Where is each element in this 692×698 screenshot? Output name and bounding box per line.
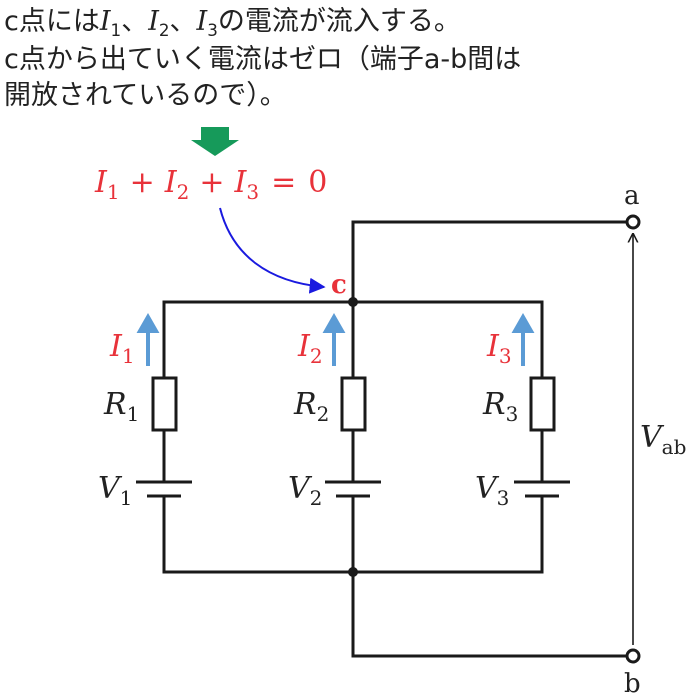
- current-symbol: I: [196, 6, 208, 37]
- resistor-3: [529, 376, 556, 432]
- caption-line-3: 開放されているので）。: [4, 80, 287, 111]
- eq-subscript: 2: [177, 180, 190, 204]
- eq-equals: =: [271, 165, 296, 200]
- subscript: 1: [110, 19, 122, 40]
- caption-line-1: c点にはI1、I2、I3の電流が流入する。: [4, 4, 688, 42]
- wire-to-b: [351, 570, 628, 658]
- node-label-a: a: [624, 181, 640, 211]
- eq-plus: +: [199, 165, 224, 200]
- kcl-equation: I1+I2+I3=0: [94, 165, 327, 204]
- caption-line-2: c点から出ていく電流はゼロ（端子a-b間は: [4, 44, 522, 75]
- eq-current-symbol: I: [233, 165, 247, 200]
- current-arrows: [136, 312, 535, 366]
- caption-text: の電流が流入する。: [217, 6, 461, 37]
- terminal-a: [625, 214, 641, 230]
- resistor-label-3: R3: [482, 387, 518, 426]
- eq-subscript: 1: [107, 180, 120, 204]
- separator: 、: [169, 6, 197, 37]
- eq-current-symbol: I: [94, 165, 108, 200]
- subscript: 2: [158, 19, 170, 40]
- junction-c-dot: [348, 297, 358, 307]
- junction-bottom-dot: [348, 567, 358, 577]
- separator: 、: [121, 6, 149, 37]
- current-label-1: I1: [109, 329, 135, 368]
- current-label-2: I2: [297, 329, 323, 368]
- current-label-3: I3: [486, 329, 512, 368]
- wire-to-a: [351, 220, 628, 304]
- down-arrow-icon: [191, 127, 239, 156]
- voltage-label-1: V1: [98, 471, 132, 510]
- node-label-c: c: [331, 270, 347, 300]
- current-symbol: I: [148, 6, 159, 37]
- pointer-arrow-icon: [219, 207, 326, 294]
- current-arrow-1-icon: [136, 312, 160, 366]
- eq-current-symbol: I: [164, 165, 178, 200]
- current-arrow-3-icon: [511, 312, 535, 366]
- resistor-label-1: R1: [103, 387, 139, 426]
- eq-subscript: 3: [246, 180, 259, 204]
- vab-label: Vab: [640, 420, 686, 459]
- resistor-2: [340, 376, 367, 432]
- node-label-b: b: [624, 669, 641, 698]
- resistor-label-2: R2: [293, 387, 329, 426]
- eq-zero: 0: [308, 165, 327, 200]
- voltage-label-3: V3: [475, 471, 509, 510]
- current-symbol: I: [99, 6, 111, 37]
- subscript: 3: [207, 19, 218, 40]
- terminal-b: [625, 648, 641, 664]
- current-arrow-2-icon: [322, 312, 346, 366]
- caption-text: c点には: [4, 6, 100, 37]
- caption: c点にはI1、I2、I3の電流が流入する。 c点から出ていく電流はゼロ（端子a-…: [4, 4, 688, 114]
- resistor-1: [151, 376, 178, 432]
- eq-plus: +: [130, 165, 155, 200]
- voltage-label-2: V2: [288, 471, 322, 510]
